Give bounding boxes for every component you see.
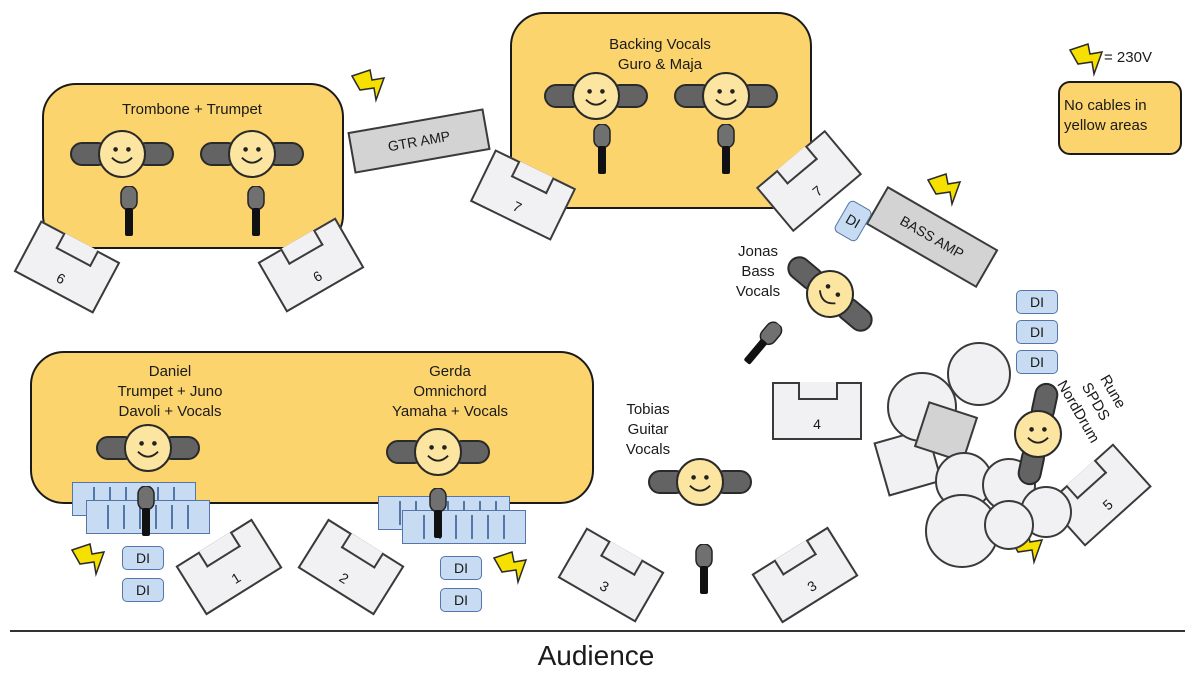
power-icon-gerda [492,551,528,585]
horns-title: Trombone + Trumpet [122,101,262,118]
power-legend-icon [1068,43,1104,77]
di-box-gerda-2: DI [440,588,482,612]
horns-area [42,83,344,249]
musician-gerda [386,428,490,476]
smiley-face-icon [796,260,864,328]
power-icon-bass [926,173,962,207]
smiley-face-icon [414,428,462,476]
di-box-drums-3: DI [1016,350,1058,374]
microphone-icon [593,124,611,174]
guitar-amp: GTR AMP [347,108,491,174]
microphone-icon [744,321,783,365]
microphone-icon [120,186,138,236]
yellow-area-legend [1058,81,1182,155]
di-box-drums-1: DI [1016,290,1058,314]
musician-rune [1004,378,1073,490]
horn-player-1 [70,130,174,178]
power-icon-guitar [350,69,386,103]
yellow-area-note: No cables in yellow areas [1064,97,1148,134]
monitor-3-right: 3 [751,526,859,624]
smiley-face-icon [124,424,172,472]
jonas-label: Jonas Bass Vocals [735,243,781,300]
daniel-title: Daniel Trumpet + Juno Davoli + Vocals [117,363,223,420]
di-box-bass: DI [832,198,874,244]
tobias-label: Tobias Guitar Vocals [625,401,671,458]
monitor-number: 4 [813,416,821,432]
smiley-face-icon [676,458,724,506]
smiley-face-icon [228,130,276,178]
smiley-face-icon [702,72,750,120]
backing-vocals-title: Backing Vocals Guro & Maja [609,36,711,73]
di-box-daniel-1: DI [122,546,164,570]
keyboard-gerda-front [402,510,526,544]
di-box-drums-2: DI [1016,320,1058,344]
musician-tobias [648,458,752,506]
power-icon-daniel [70,543,106,577]
musician-daniel [96,424,200,472]
monitor-3-left: 3 [557,527,665,623]
monitor-2: 2 [297,518,405,616]
stage-edge-line [10,630,1185,632]
microphone-icon [247,186,265,236]
microphone-icon [717,124,735,174]
power-legend-text: = 230V [1104,49,1152,66]
horn-player-2 [200,130,304,178]
drum-cymbal-top [947,342,1011,406]
drum-tom-4 [984,500,1034,550]
di-box-daniel-2: DI [122,578,164,602]
backing-singer-maja [674,72,778,120]
keys-area [30,351,594,504]
monitor-4: 4 [772,382,862,440]
musician-jonas [775,242,886,346]
di-box-gerda-1: DI [440,556,482,580]
backing-vocals-area [510,12,812,209]
gerda-title: Gerda Omnichord Yamaha + Vocals [391,363,509,420]
microphone-icon [429,488,447,538]
smiley-face-icon [1014,410,1062,458]
drum-bass [925,494,999,568]
audience-label: Audience [537,640,655,671]
backing-singer-guro [544,72,648,120]
smiley-face-icon [98,130,146,178]
microphone-icon [137,486,155,536]
smiley-face-icon [572,72,620,120]
microphone-icon [695,544,713,594]
